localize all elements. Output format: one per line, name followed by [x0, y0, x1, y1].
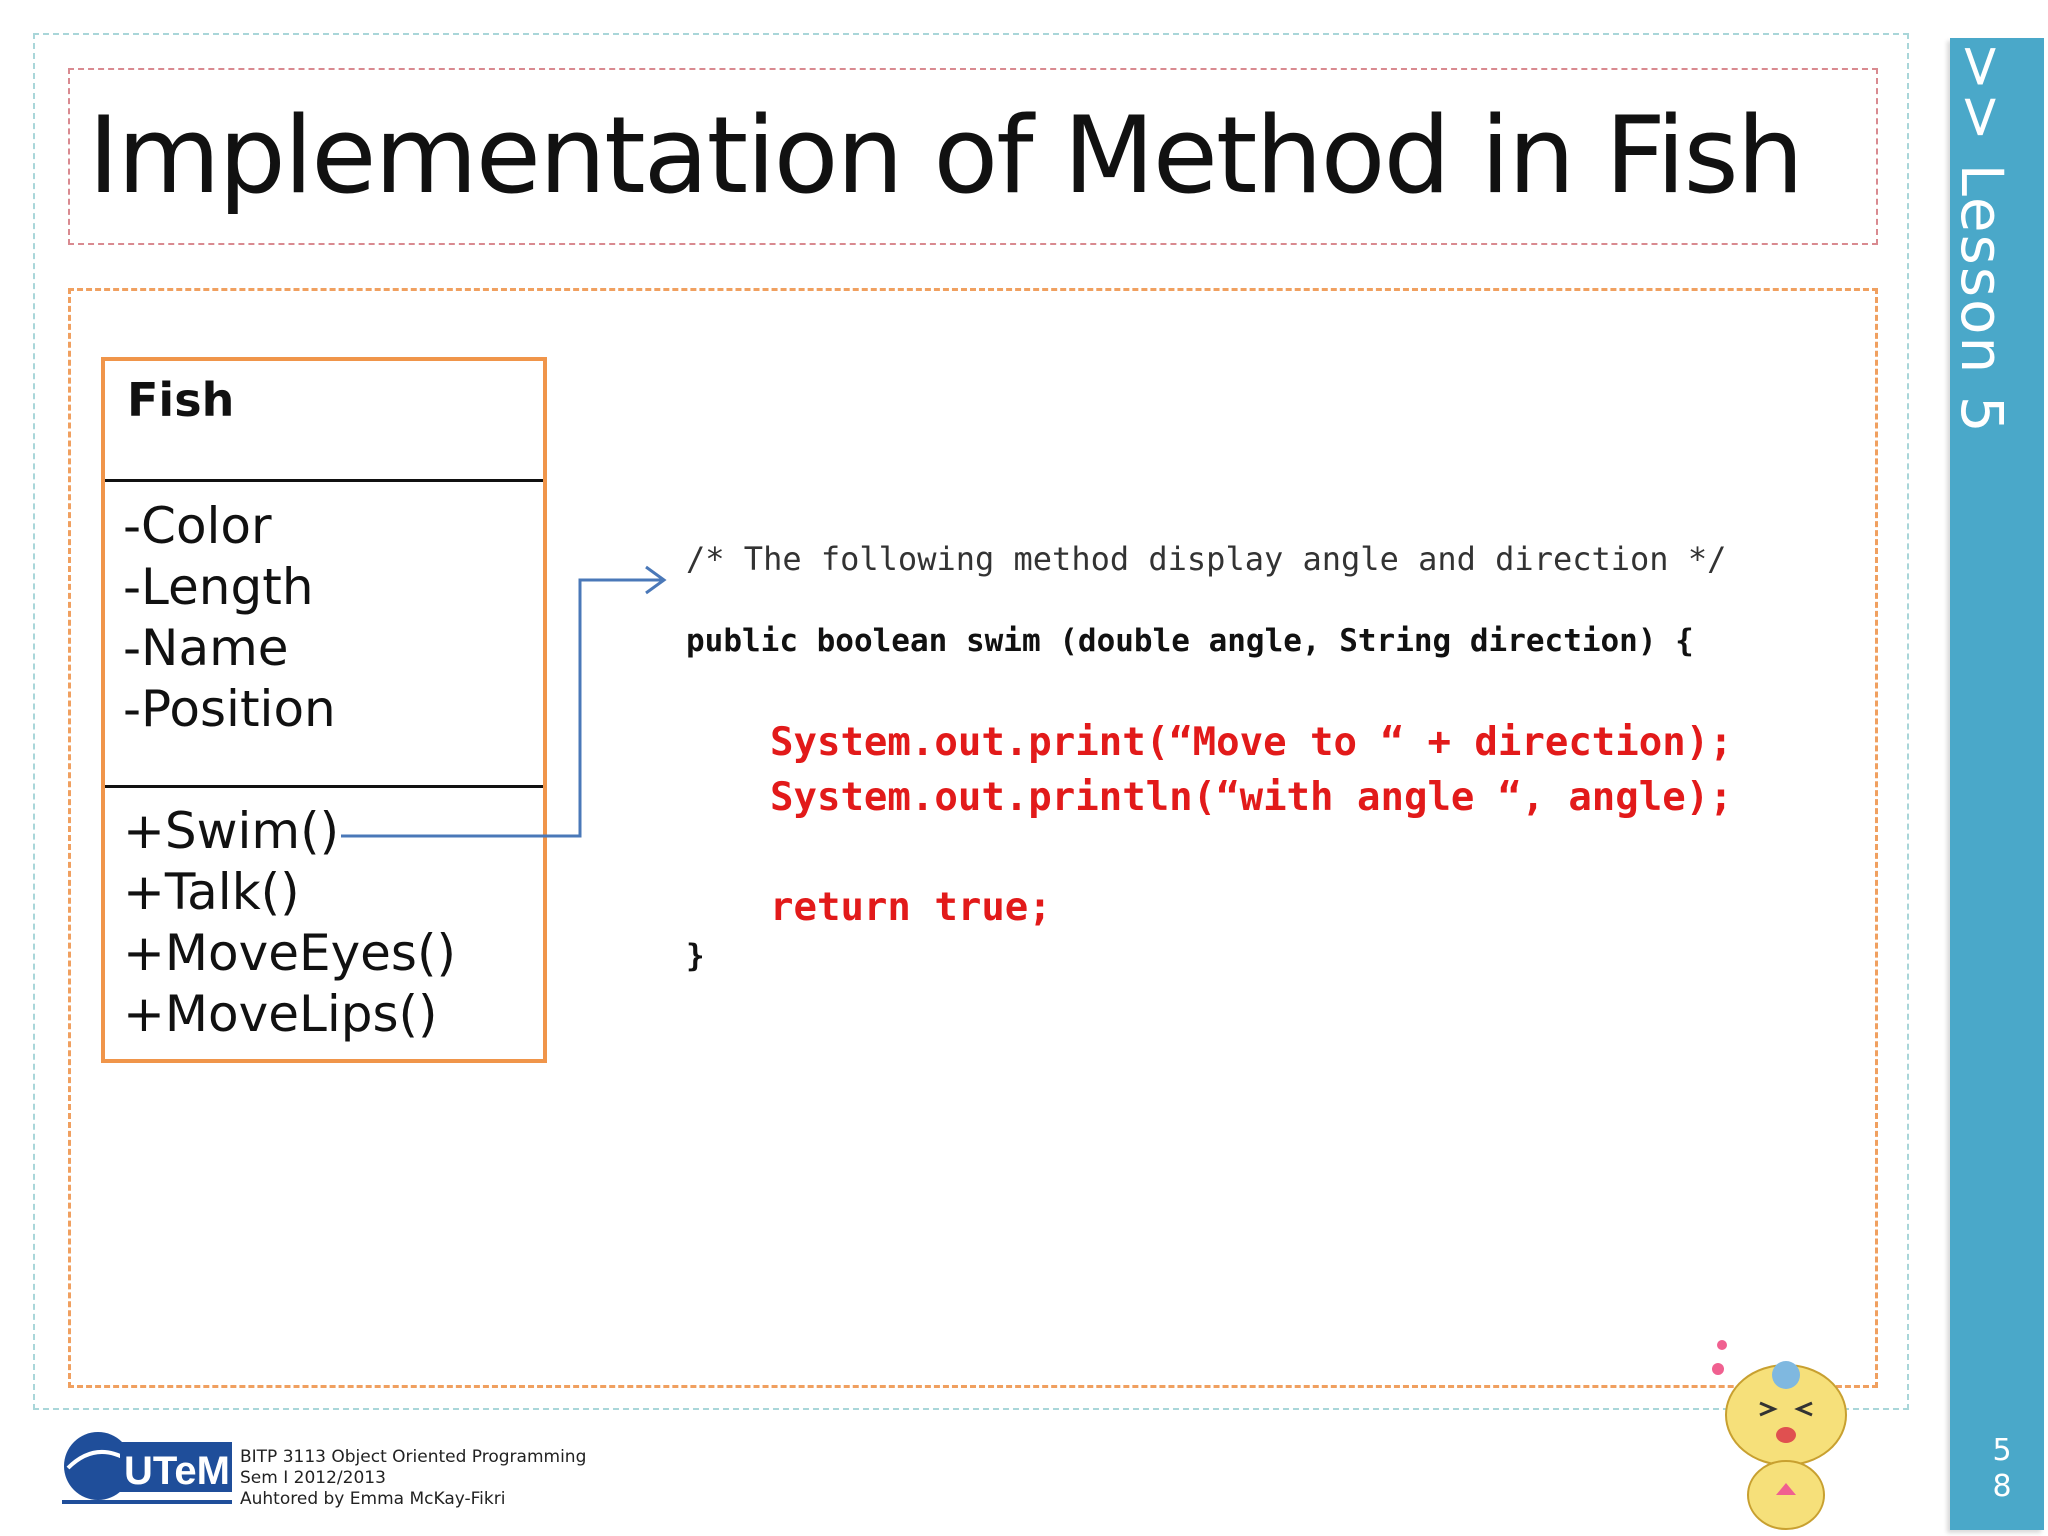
footer-text: BITP 3113 Object Oriented Programming Se… — [240, 1447, 586, 1510]
footer-semester: Sem I 2012/2013 — [240, 1468, 386, 1488]
uml-method: +Swim() — [123, 802, 340, 860]
uml-class-name: Fish — [127, 373, 235, 427]
uml-method: +MoveEyes() — [123, 924, 456, 982]
uml-methods: +Swim() +Talk() +MoveEyes() +MoveLips() — [123, 801, 456, 1045]
side-tab — [1950, 38, 2044, 1530]
footer-author: Auhtored by Emma McKay-Fikri — [240, 1489, 506, 1509]
code-line: System.out.print(“Move to “ + direction)… — [770, 720, 1733, 765]
uml-attribute: -Length — [123, 558, 314, 616]
uml-attribute: -Name — [123, 619, 289, 677]
code-comment: /* The following method display angle an… — [686, 540, 1727, 578]
uml-method: +MoveLips() — [123, 985, 438, 1043]
code-line: System.out.println(“with angle “, angle)… — [770, 775, 1733, 820]
uml-attributes: -Color -Length -Name -Position — [123, 496, 336, 740]
page-number: 58 — [1992, 1433, 2012, 1504]
uml-attribute: -Color — [123, 497, 272, 555]
uml-class-box: Fish -Color -Length -Name -Position +Swi… — [101, 357, 547, 1063]
footer-course: BITP 3113 Object Oriented Programming — [240, 1447, 587, 1467]
code-closing-brace: } — [686, 938, 705, 974]
utem-logo-icon: UTeM — [62, 1432, 232, 1504]
uml-divider — [105, 785, 543, 788]
side-tab-label: >> Lesson 5 — [1948, 42, 2016, 435]
content-frame — [68, 288, 1878, 1388]
mascot-icon — [1712, 1340, 1847, 1530]
slide-title: Implementation of Method in Fish — [88, 94, 1804, 217]
uml-method: +Talk() — [123, 863, 300, 921]
logo-text: UTeM — [124, 1449, 230, 1493]
uml-divider — [105, 479, 543, 482]
code-return: return true; — [770, 885, 1052, 930]
code-signature: public boolean swim (double angle, Strin… — [686, 623, 1694, 659]
slide-outer-frame — [33, 33, 1909, 1410]
uml-attribute: -Position — [123, 680, 336, 738]
title-frame — [68, 68, 1878, 245]
